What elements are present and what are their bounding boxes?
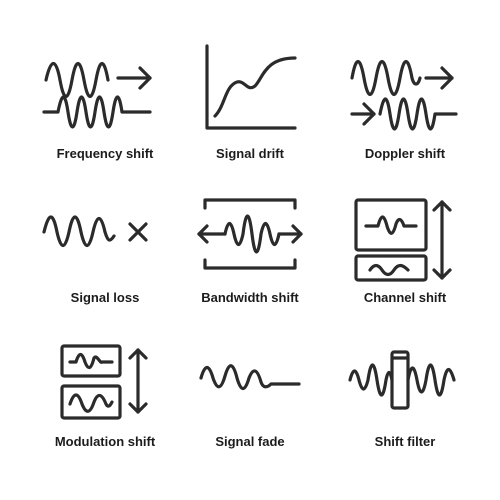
icon-cell-bandwidth-shift: Bandwidth shift [175,180,325,330]
shift-filter-icon [348,350,456,410]
icon-cell-doppler-shift: Doppler shift [330,30,480,180]
icon-cell-channel-shift: Channel shift [330,180,480,330]
frequency-shift-icon [42,61,152,129]
icon-label: Signal fade [215,434,285,449]
icon-label: Modulation shift [54,434,156,449]
doppler-shift-icon [350,59,458,131]
icon-label: Frequency shift [56,146,154,161]
signal-fade-icon [199,364,301,391]
icon-label: Doppler shift [364,146,446,161]
icon-label: Shift filter [374,434,436,449]
icon-cell-modulation-shift: Modulation shift [30,330,180,480]
icon-cell-signal-fade: Signal fade [175,330,325,480]
channel-shift-icon [354,198,452,282]
icon-cell-signal-drift: Signal drift [175,30,325,180]
signal-loss-icon [42,215,148,248]
icon-label: Signal loss [70,290,140,305]
icon-cell-frequency-shift: Frequency shift [30,30,180,180]
side-id-text: 1630116641 [0,446,36,466]
bandwidth-shift-icon [197,198,303,270]
icon-label: Channel shift [363,290,447,305]
modulation-shift-icon [60,344,148,420]
icon-cell-shift-filter: Shift filter [330,330,480,480]
icon-cell-signal-loss: Signal loss [30,180,180,330]
signal-drift-icon [205,44,297,130]
icon-label: Signal drift [216,146,284,161]
icon-label: Bandwidth shift [201,290,299,305]
